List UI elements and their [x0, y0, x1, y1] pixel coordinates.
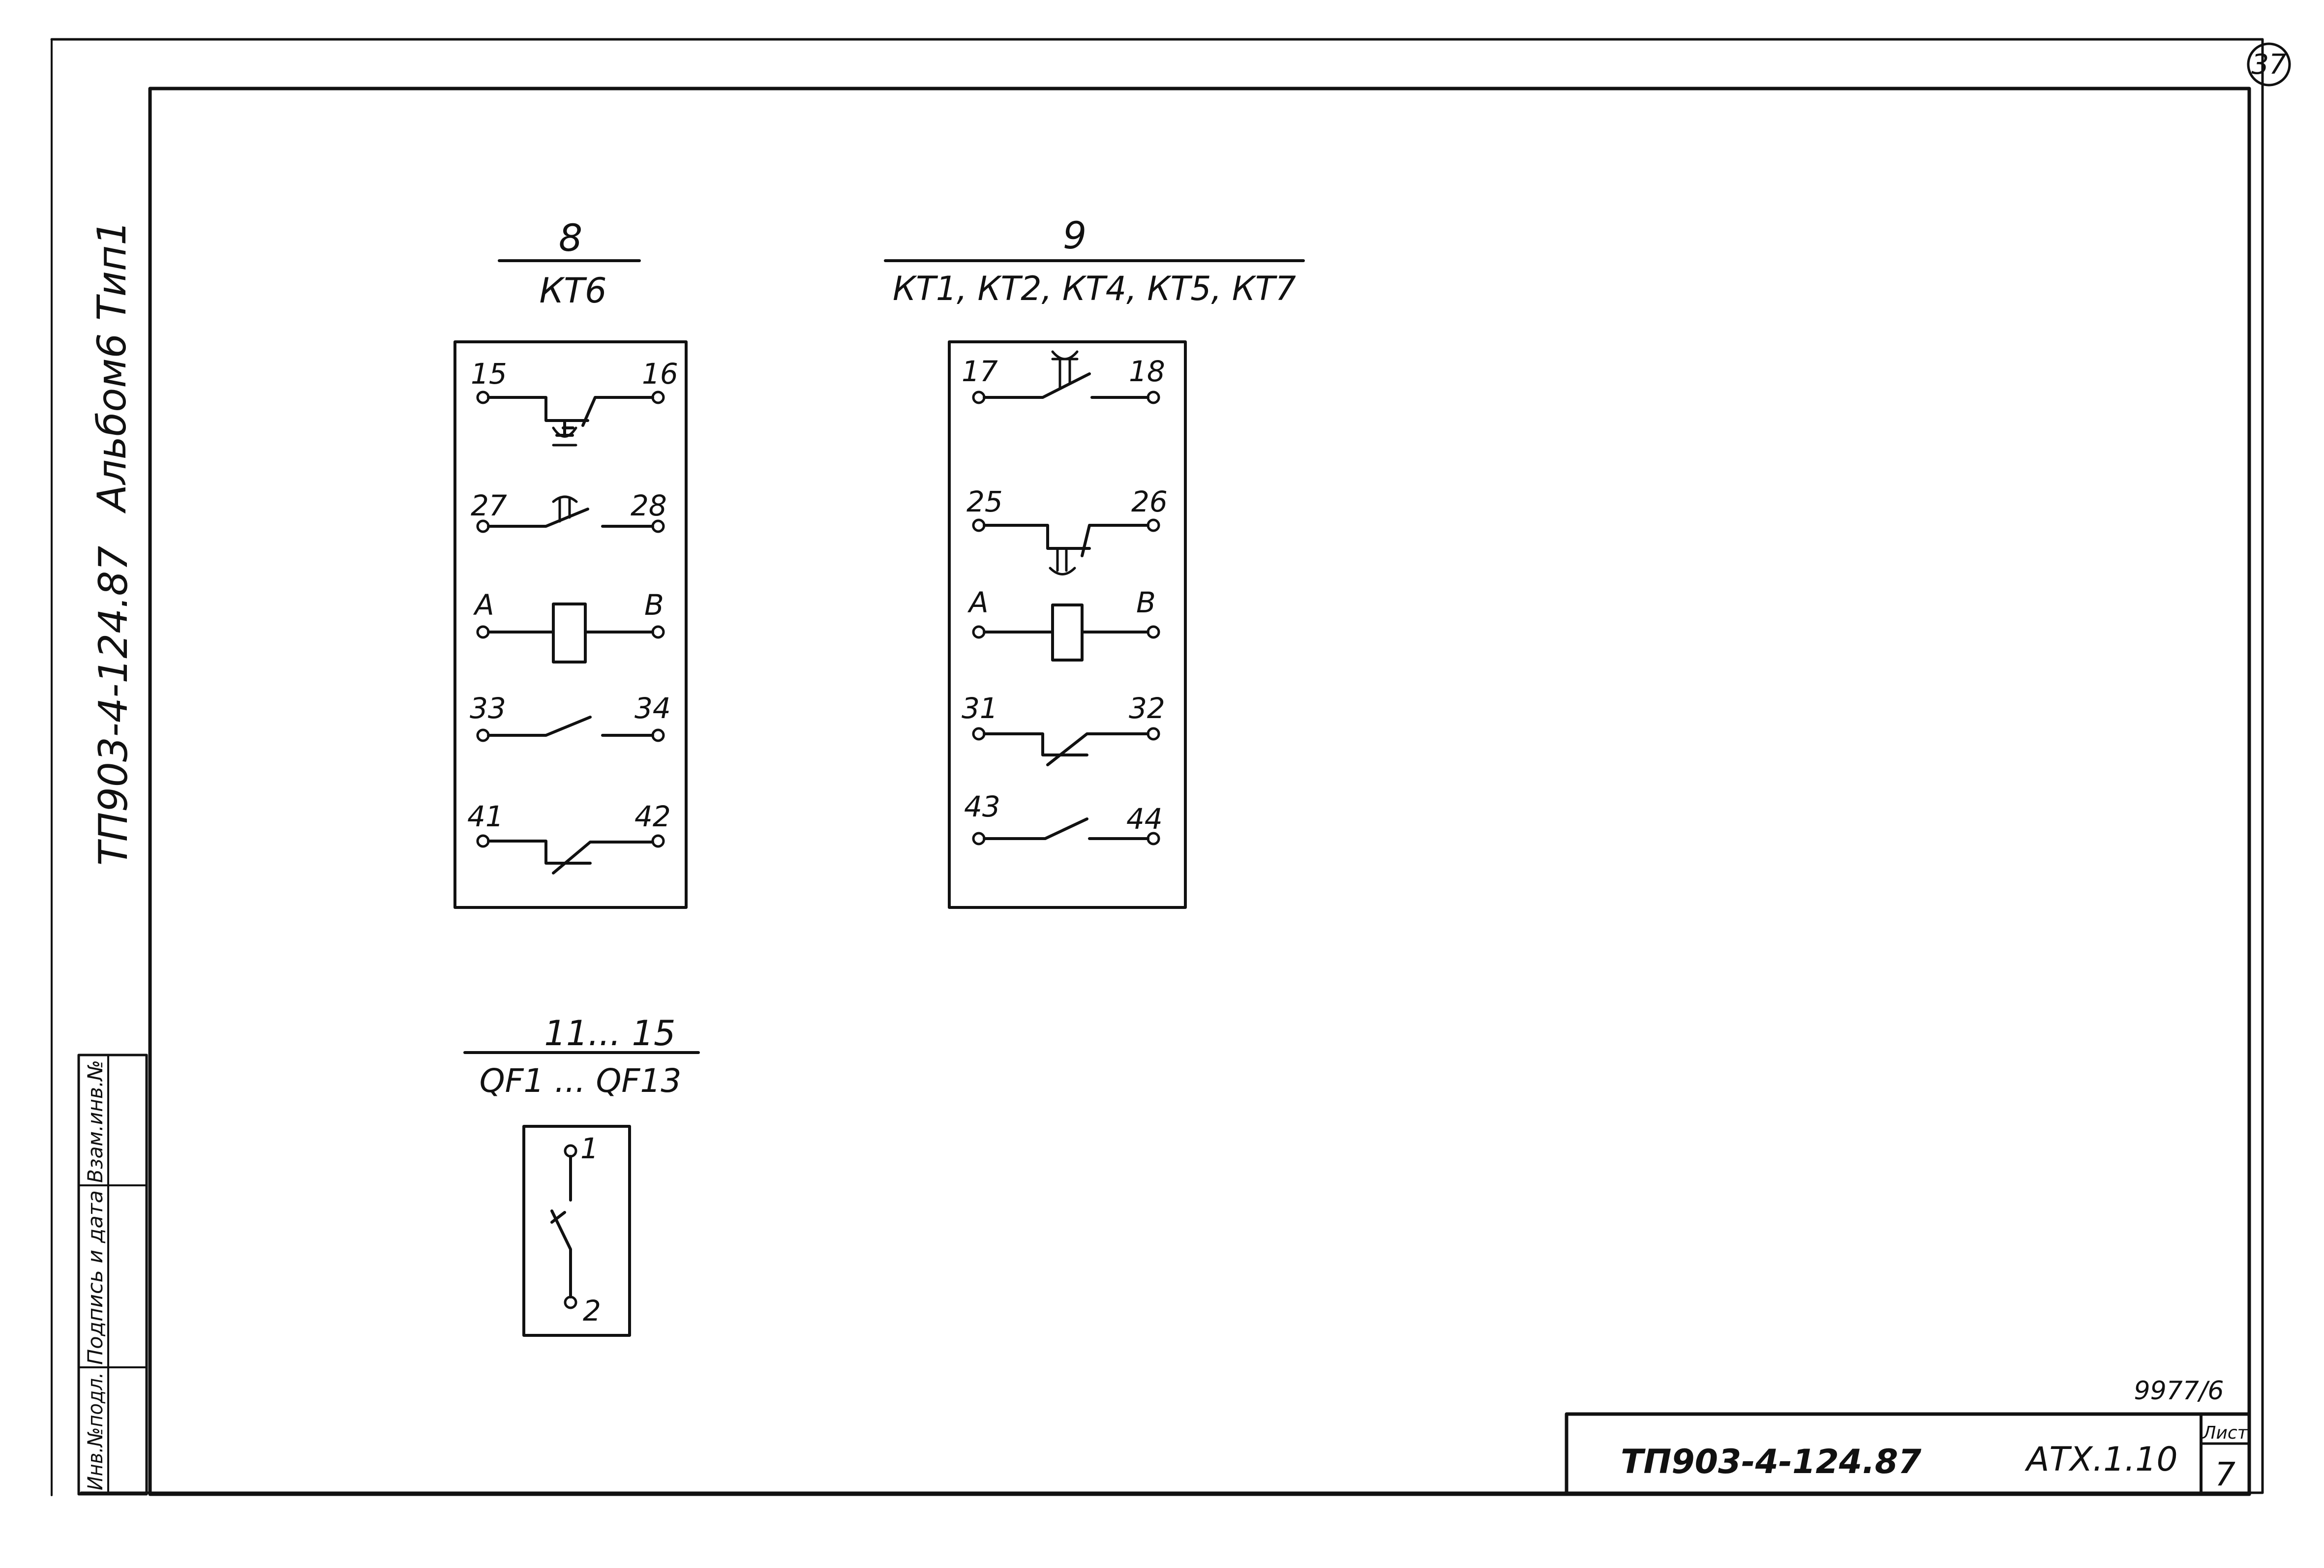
title-project-code: ТП903-4-124.87 [1621, 1443, 1922, 1481]
kt-group-terminal [1147, 625, 1160, 639]
kt-group-contact-timed-no [983, 372, 1149, 399]
kt-group-terminal-label-left: 43 [964, 790, 1000, 823]
block-qf-designation: QF1 ... QF13 [480, 1062, 682, 1100]
title-document-code: АТХ.1.10 [2024, 1440, 2178, 1479]
kt6-terminal [476, 728, 490, 742]
kt6-terminal-label-right: B [644, 588, 664, 622]
stamp-inventory-number: Инв.№подл. [83, 1372, 107, 1490]
stamp-signature-date: Подпись и дата [83, 1190, 107, 1365]
kt-group-terminal-label-right: 18 [1129, 355, 1165, 388]
block-qf: 11... 15 QF1 ... QF13 1 2 [463, 1013, 700, 1337]
kt6-terminal-label-right: 28 [631, 489, 667, 522]
kt6-terminal-label-right: 16 [642, 357, 678, 391]
block-qf-frame [522, 1125, 631, 1337]
kt-group-contact-no [983, 817, 1149, 840]
side-project-code: ТП903-4-124.87 [91, 546, 136, 866]
block-kt-group-frame [948, 340, 1187, 909]
kt6-terminal [476, 834, 490, 848]
block-kt6: 8 КТ6 15 16 27 28 A B 33 34 41 42 [453, 216, 688, 909]
kt6-terminal-label-left: A [473, 588, 494, 622]
kt6-terminal-label-right: 34 [634, 692, 671, 725]
archive-number: 9977/6 [2134, 1376, 2224, 1406]
kt6-contact-timed-no [487, 508, 654, 528]
kt-group-terminal [1147, 727, 1160, 741]
sheet-number: 37 [2251, 49, 2287, 81]
kt6-terminal [476, 625, 490, 639]
kt-group-terminal [972, 518, 986, 532]
approval-stamp [77, 1054, 148, 1496]
title-sheet-number: 7 [2215, 1455, 2235, 1493]
title-sheet-label: Лист [2202, 1423, 2248, 1443]
kt6-terminal-label-left: 33 [470, 692, 506, 725]
block-kt6-designation: КТ6 [540, 271, 607, 311]
drawing-frame [148, 87, 2251, 1496]
kt6-timer-symbol-icon [552, 495, 578, 523]
kt-group-coil [1051, 603, 1084, 662]
block-kt6-frame [453, 340, 688, 909]
album-label: Альбом6 Тип1 [89, 220, 135, 514]
kt-group-contact-nc [983, 732, 1149, 766]
kt6-terminal [476, 519, 490, 533]
kt-group-terminal-label-right: B [1136, 586, 1156, 619]
kt6-contact-timed-nc [487, 396, 654, 437]
kt-group-terminal-label-left: 31 [962, 692, 998, 725]
kt-group-terminal [972, 727, 986, 741]
qf-breaker-contact [550, 1155, 572, 1298]
kt-group-terminal [972, 391, 986, 404]
block-kt-group-designation: КТ1, КТ2, КТ4, КТ5, КТ7 [893, 270, 1296, 308]
kt6-terminal-label-left: 15 [471, 357, 507, 391]
kt6-terminal-label-left: 27 [471, 489, 507, 522]
kt6-terminal-label-left: 41 [467, 800, 504, 833]
kt6-coil [552, 603, 587, 663]
kt6-contact-nc [487, 840, 654, 874]
kt-group-terminal [972, 625, 986, 639]
sheet-outer-edge [50, 38, 2264, 1494]
kt6-terminal [651, 834, 665, 848]
kt6-terminal [476, 391, 490, 404]
qf-terminal [564, 1144, 577, 1158]
kt6-terminal [651, 391, 665, 404]
block-qf-number: 11... 15 [544, 1013, 675, 1054]
qf-terminal [564, 1296, 577, 1309]
kt-group-terminal-label-right: 44 [1126, 802, 1163, 836]
kt-group-terminal [1147, 832, 1160, 845]
kt-group-terminal [1147, 518, 1160, 532]
block-kt-group: 9 КТ1, КТ2, КТ4, КТ5, КТ7 17 18 25 26 A … [884, 213, 1305, 909]
kt6-terminal [651, 625, 665, 639]
kt-group-terminal-label-left: 17 [962, 355, 998, 388]
kt6-terminal [651, 519, 665, 533]
kt-group-terminal-label-right: 26 [1131, 485, 1168, 518]
title-block-frame [1565, 1412, 2251, 1496]
kt6-terminal [651, 728, 665, 742]
qf-terminal-label-bottom: 2 [583, 1294, 601, 1327]
kt-group-terminal [1147, 391, 1160, 404]
kt-group-contact-timed-nc [983, 524, 1149, 557]
stamp-replacement-number: Взам.инв.№ [83, 1060, 107, 1183]
block-kt-group-number: 9 [1063, 213, 1087, 257]
kt6-timer-symbol-icon [552, 426, 577, 447]
qf-terminal-label-top: 1 [580, 1132, 599, 1165]
kt-group-terminal-label-left: A [967, 586, 989, 619]
kt-group-timer-symbol-icon [1049, 547, 1076, 575]
kt-group-terminal [972, 832, 986, 845]
kt-group-timer-symbol-icon [1051, 350, 1079, 390]
sheet-number-circle [2247, 42, 2291, 87]
kt6-terminal-label-right: 42 [634, 800, 671, 833]
kt-group-terminal-label-right: 32 [1129, 692, 1165, 725]
block-kt6-number: 8 [559, 216, 582, 260]
kt-group-terminal-label-left: 25 [966, 485, 1003, 518]
kt6-contact-no [487, 716, 654, 737]
